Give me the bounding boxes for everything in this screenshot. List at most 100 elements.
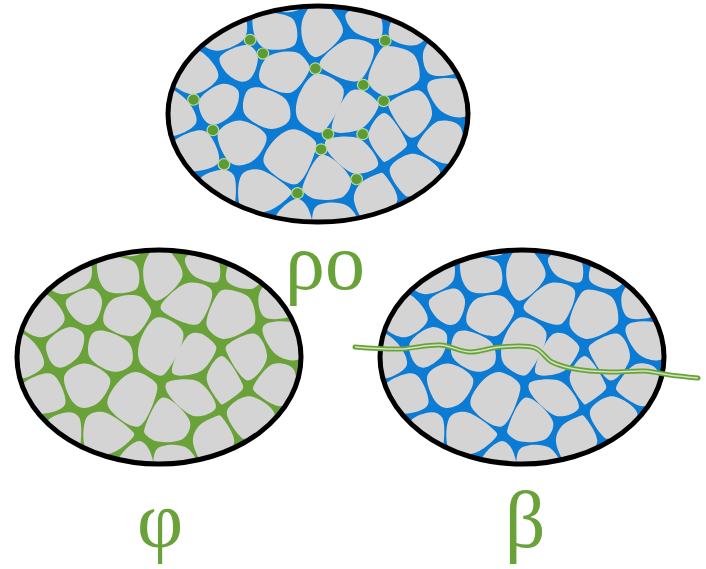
grain — [442, 458, 484, 495]
grain — [349, 440, 388, 494]
grain — [0, 440, 25, 494]
grain — [238, 169, 292, 212]
grain — [243, 87, 291, 129]
grain — [0, 219, 26, 249]
grain — [611, 440, 650, 492]
grain — [651, 441, 696, 495]
grain — [666, 289, 697, 348]
grain — [0, 331, 44, 380]
grain — [642, 245, 692, 285]
grain — [262, 321, 311, 360]
porosity-symbol: φ — [137, 480, 183, 560]
specimen-outline — [380, 250, 664, 464]
grain — [621, 277, 671, 320]
particle-dot — [292, 188, 304, 199]
grain — [412, 198, 453, 250]
particle-dot — [315, 144, 327, 155]
grain — [0, 366, 13, 431]
grain — [430, 219, 469, 251]
grain — [207, 356, 244, 405]
grain — [46, 327, 84, 368]
grain — [390, 221, 429, 259]
grain — [392, 459, 440, 496]
grain — [570, 356, 607, 405]
grain — [465, 112, 503, 172]
grain — [161, 283, 213, 325]
grain — [277, 409, 328, 454]
grain — [145, 174, 195, 220]
grain — [621, 220, 663, 262]
grain — [181, 217, 232, 254]
grain — [469, 0, 499, 4]
density-symbol: ρo — [285, 222, 365, 302]
grain — [79, 458, 121, 495]
pore-space — [347, 219, 697, 497]
grain — [0, 273, 18, 335]
grain — [460, 257, 503, 294]
grain — [368, 46, 420, 96]
grain — [665, 221, 693, 249]
grain — [358, 417, 406, 462]
grain — [0, 249, 43, 292]
grain — [137, 0, 177, 5]
grain — [67, 219, 106, 251]
particle-dot — [244, 34, 256, 45]
grain — [83, 412, 134, 455]
grain — [423, 33, 475, 76]
grain — [427, 363, 473, 408]
grain — [27, 221, 66, 259]
porosity-specimen — [0, 219, 334, 497]
grain — [445, 0, 498, 40]
grain — [368, 113, 407, 162]
grain — [133, 30, 169, 92]
grain — [97, 257, 140, 294]
grain — [590, 396, 638, 438]
grain — [207, 290, 256, 339]
grain — [227, 396, 275, 438]
particle-dot — [257, 48, 269, 59]
grain — [162, 219, 208, 251]
grain — [252, 13, 297, 50]
grain — [443, 167, 496, 212]
particle-dot — [322, 128, 334, 139]
grain — [140, 5, 196, 49]
grain — [199, 84, 239, 125]
density-specimen — [133, 0, 502, 254]
particle-dot — [379, 35, 391, 46]
grain — [219, 45, 257, 82]
fracture-specimen — [347, 219, 697, 497]
fracture-symbol: β — [505, 480, 546, 560]
grain — [470, 45, 502, 105]
grain — [66, 289, 102, 325]
particle-dot — [310, 63, 322, 74]
grain — [455, 198, 502, 253]
fracture-core — [355, 345, 698, 378]
grain — [466, 295, 514, 336]
grain — [213, 220, 252, 256]
grain — [576, 220, 615, 256]
particle-dot — [218, 159, 230, 170]
grain — [88, 331, 133, 372]
grain — [288, 441, 333, 495]
grain — [525, 219, 571, 251]
grain — [427, 78, 479, 117]
grain — [135, 198, 177, 253]
grain — [144, 397, 190, 442]
grain — [507, 397, 553, 442]
pore-space — [0, 219, 334, 497]
particle-dot — [188, 94, 200, 105]
grain — [320, 39, 375, 82]
particle-dot — [207, 125, 219, 136]
fracture-line — [355, 345, 698, 378]
grain — [524, 283, 576, 325]
grain — [429, 289, 465, 325]
grain — [29, 459, 77, 496]
grain — [375, 0, 416, 12]
particle-dot — [357, 79, 369, 90]
grain — [625, 321, 674, 360]
grain — [134, 123, 163, 188]
particle-dot — [351, 174, 363, 185]
pore-space — [133, 0, 502, 254]
grain — [302, 155, 351, 200]
